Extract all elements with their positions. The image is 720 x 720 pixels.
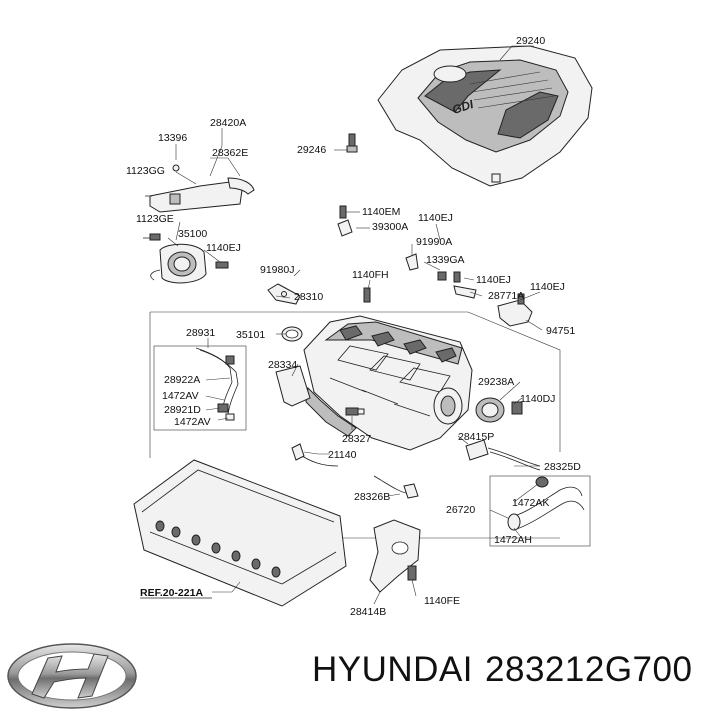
label-1339GA: 1339GA <box>426 254 465 266</box>
label-91980J: 91980J <box>260 264 294 276</box>
brand-part-number: HYUNDAI 283212G700 <box>312 650 704 690</box>
label-1140FE: 1140FE <box>424 595 460 607</box>
label-39300A: 39300A <box>372 221 408 233</box>
label-94751: 94751 <box>546 325 575 337</box>
cover-badge-text: GDI <box>451 97 476 117</box>
label-28310: 28310 <box>294 291 323 303</box>
label-1472AK: 1472AK <box>512 497 549 509</box>
engine-cover: GDI <box>377 45 593 187</box>
label-35101: 35101 <box>236 329 265 341</box>
label-91990A: 91990A <box>416 236 452 248</box>
label-1472AV-a: 1472AV <box>162 390 199 402</box>
small-bolts-top <box>337 205 533 327</box>
hyundai-logo-icon <box>7 643 137 709</box>
label-28334: 28334 <box>268 359 297 371</box>
label-28326B: 28326B <box>354 491 390 503</box>
label-28922A: 28922A <box>164 374 200 386</box>
lower-bracket <box>369 519 421 593</box>
label-35100: 35100 <box>178 228 207 240</box>
label-28420A: 28420A <box>210 117 246 129</box>
label-1140DJ: 1140DJ <box>520 393 555 405</box>
label-13396: 13396 <box>158 132 187 144</box>
brand-name: HYUNDAI <box>312 650 474 689</box>
label-28325D: 28325D <box>544 461 581 473</box>
label-1472AV-b: 1472AV <box>174 416 211 428</box>
intake-manifold <box>303 315 473 451</box>
label-1140EJ-b: 1140EJ <box>418 212 453 224</box>
pcv-valve <box>465 397 541 471</box>
gaskets <box>275 326 311 407</box>
cylinder-head <box>133 459 347 607</box>
hose-box-right <box>489 475 591 547</box>
label-26720: 26720 <box>446 504 475 516</box>
label-28931: 28931 <box>186 327 215 339</box>
label-29240: 29240 <box>516 35 545 47</box>
footer: HYUNDAI 283212G700 <box>0 628 720 720</box>
label-1472AH: 1472AH <box>494 534 532 546</box>
label-28414B: 28414B <box>350 606 386 618</box>
throttle-body-assembly <box>143 164 255 284</box>
pcv-hose-box <box>153 345 247 431</box>
manifold-bracket <box>267 283 301 305</box>
part-number: 283212G700 <box>485 650 693 689</box>
sensor-bolt <box>345 407 365 416</box>
label-28327: 28327 <box>342 433 371 445</box>
part-labels: 29240 29246 13396 28420A 28362E 1123GG 1… <box>126 35 581 618</box>
label-ref-20-221a: REF.20-221A <box>140 587 203 599</box>
cover-bolt <box>346 133 358 153</box>
label-28771A: 28771A <box>488 290 524 302</box>
label-29238A: 29238A <box>478 376 514 388</box>
label-1140FH: 1140FH <box>352 269 389 281</box>
label-1140EJ-d: 1140EJ <box>530 281 565 293</box>
label-28415P: 28415P <box>458 431 494 443</box>
label-28362E: 28362E <box>212 147 248 159</box>
label-1123GE: 1123GE <box>136 213 174 225</box>
label-1140EM: 1140EM <box>362 206 400 218</box>
label-1123GG: 1123GG <box>126 165 165 177</box>
label-29246: 29246 <box>297 144 326 156</box>
label-21140: 21140 <box>328 449 357 461</box>
vacuum-hose <box>291 443 419 499</box>
label-28921D: 28921D <box>164 404 201 416</box>
leader-lines <box>167 45 543 605</box>
label-1140EJ-a: 1140EJ <box>206 242 241 254</box>
label-1140EJ-c: 1140EJ <box>476 274 511 286</box>
